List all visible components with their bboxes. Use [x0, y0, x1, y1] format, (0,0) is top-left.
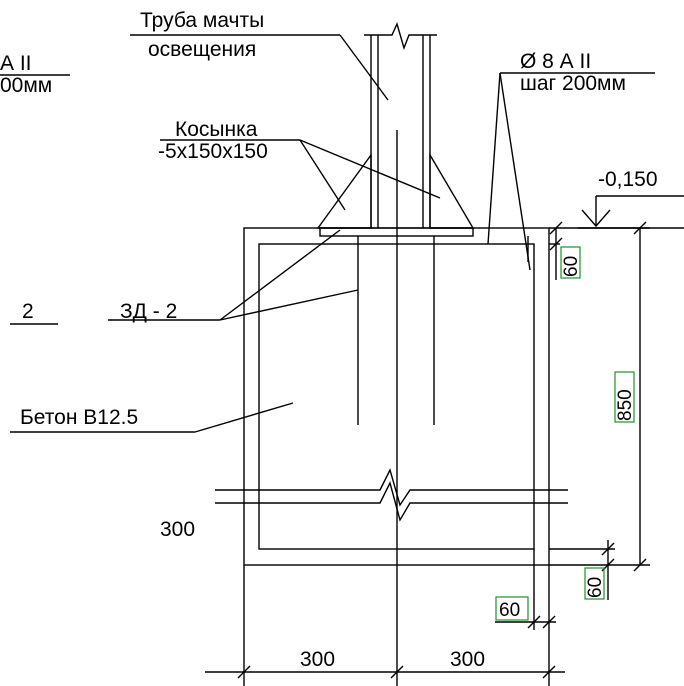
left-number: 2: [22, 300, 34, 323]
anchor-label: ЗД - 2: [120, 300, 177, 323]
dim-depth: 850: [615, 389, 636, 421]
dim-cover-bottom: 60: [585, 577, 606, 598]
left-rebar-label-2: 00мм: [0, 74, 52, 97]
concrete-label: Бетон В12.5: [20, 406, 138, 429]
left-rebar-label-1: А II: [0, 52, 32, 75]
break-line: [215, 468, 568, 522]
pipe-label-1: Труба мачты: [140, 9, 264, 32]
dim-cover-top: 60: [561, 256, 582, 277]
gusset-label-2: -5х150х150: [158, 140, 268, 163]
pipe-label-2: освещения: [148, 38, 256, 61]
gusset-label-1: Косынка: [175, 118, 258, 141]
dim-bottom-right-300: 300: [450, 648, 485, 671]
gusset-right: [429, 152, 475, 229]
level-mark: -0,150: [598, 168, 658, 191]
mast-pipe: [364, 21, 437, 228]
dim-bottom-left-300: 300: [300, 648, 335, 671]
dim-left-300: 300: [160, 518, 195, 541]
dim-cover-side: 60: [499, 600, 520, 621]
rebar-label-1: Ø 8 А II: [520, 50, 591, 73]
rebar-label-2: шаг 200мм: [520, 72, 626, 95]
